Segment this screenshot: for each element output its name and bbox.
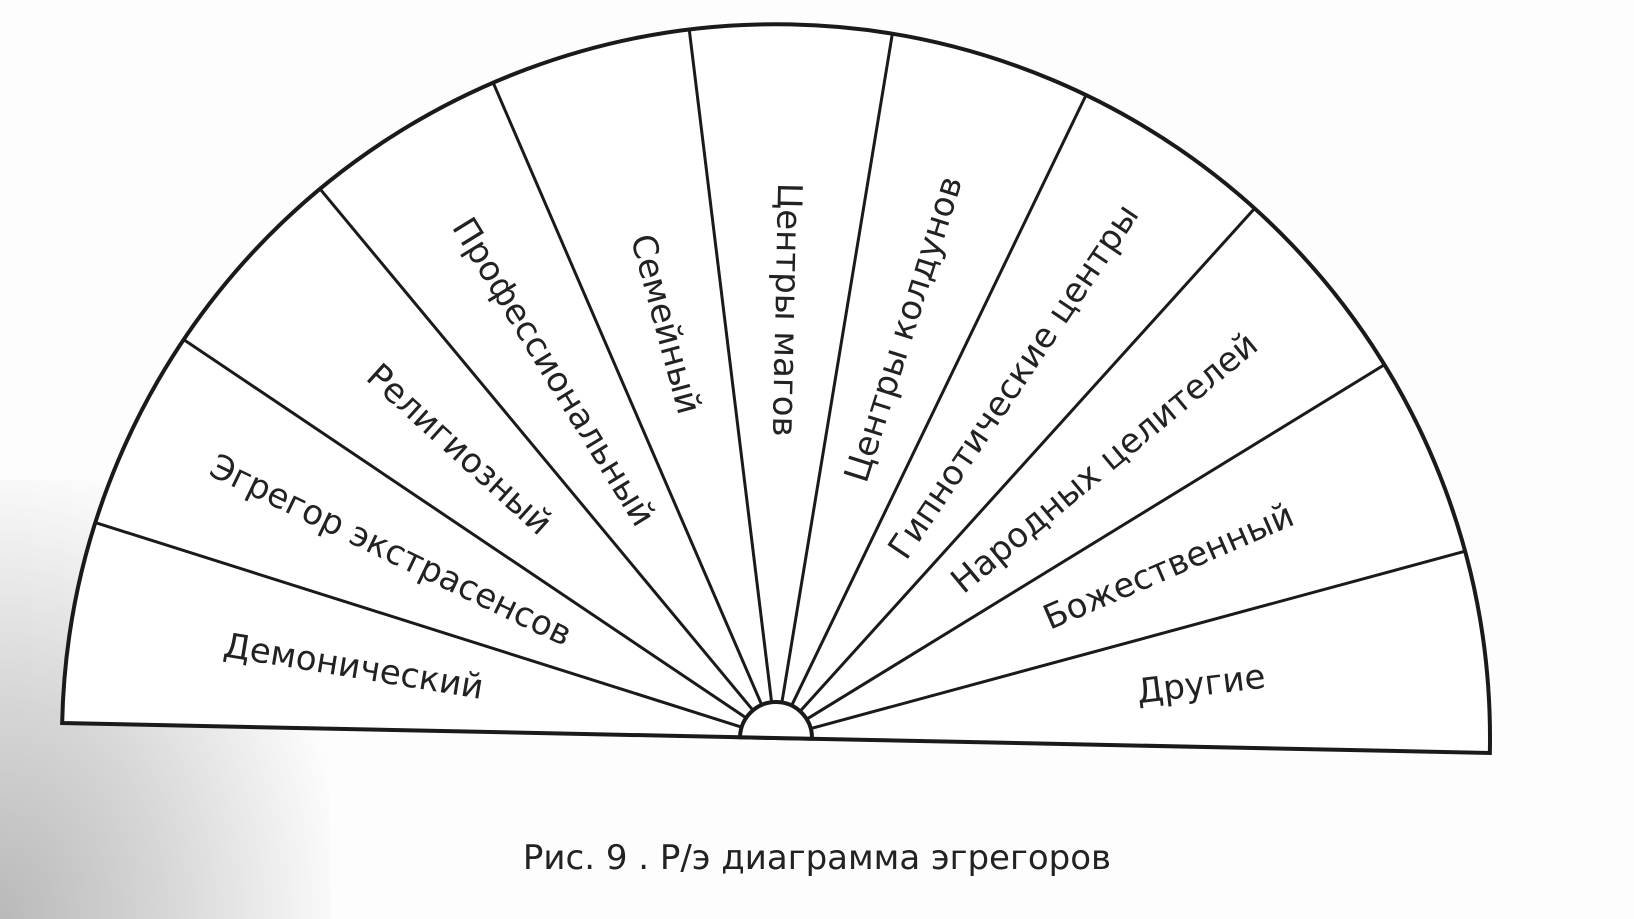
figure-caption: Рис. 9 . Р/э диаграмма эгрегоров	[522, 838, 1112, 878]
sector-divider	[94, 521, 743, 729]
sector-divider	[687, 29, 774, 703]
sector-divider	[780, 33, 894, 703]
sector-divider	[318, 187, 755, 712]
sector-label: Центры магов	[764, 182, 809, 437]
outer-arc	[60, 22, 1492, 755]
sector-divider	[799, 207, 1256, 713]
sector-divider	[491, 81, 764, 706]
sector-divider	[810, 549, 1466, 731]
sector-divider	[790, 94, 1088, 707]
center-hub	[737, 700, 814, 741]
sector-divider	[805, 363, 1386, 721]
sector-divider	[182, 338, 747, 720]
